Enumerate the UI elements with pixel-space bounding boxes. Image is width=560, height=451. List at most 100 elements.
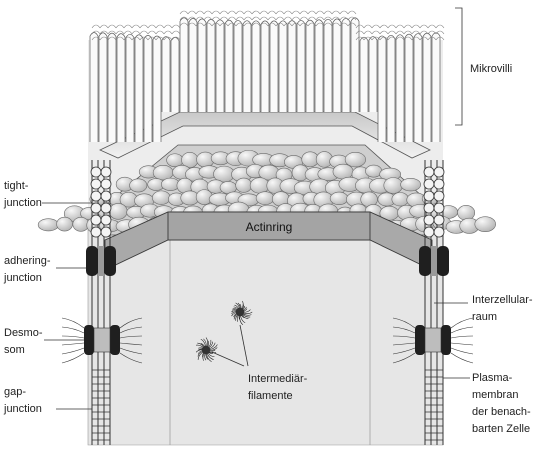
microvillus bbox=[305, 19, 315, 112]
glycocalyx-scale bbox=[267, 16, 277, 21]
glycocalyx-scale bbox=[107, 30, 117, 35]
granule bbox=[332, 163, 354, 180]
glycocalyx-scale bbox=[179, 10, 189, 15]
glycocalyx-scale bbox=[299, 16, 309, 21]
desmosom-filament bbox=[450, 347, 474, 355]
glycocalyx-scale bbox=[139, 30, 149, 35]
glycocalyx-scale bbox=[291, 22, 301, 27]
glycocalyx-scale bbox=[235, 22, 245, 27]
microvillus bbox=[359, 36, 369, 112]
glycocalyx-scale bbox=[411, 36, 421, 41]
glycocalyx-scale bbox=[227, 10, 237, 15]
glycocalyx-scale bbox=[411, 30, 421, 35]
glycocalyx-scale bbox=[123, 30, 133, 35]
adhering-junction-left bbox=[86, 246, 116, 276]
glycocalyx-scale bbox=[139, 36, 149, 41]
gap-junction-label-line1: gap- bbox=[4, 386, 26, 398]
microvillus bbox=[152, 35, 162, 142]
glycocalyx-scale bbox=[379, 24, 389, 29]
glycocalyx-scale bbox=[299, 10, 309, 15]
mikrovilli-bracket bbox=[455, 7, 463, 126]
microvillus bbox=[287, 20, 297, 112]
tight-junction-strand bbox=[100, 214, 112, 226]
granule bbox=[391, 192, 409, 207]
glycocalyx-scale bbox=[347, 22, 357, 27]
glycocalyx-scale bbox=[195, 10, 205, 15]
intermediaer-filamente-callout: Intermediär- filamente bbox=[211, 324, 308, 402]
glycocalyx-scale bbox=[259, 10, 269, 15]
intermediaer-filamente-label-line1: Intermediär- bbox=[248, 373, 308, 385]
glycocalyx-scale bbox=[123, 36, 133, 41]
desmosom-filament bbox=[119, 352, 143, 364]
microvillus bbox=[179, 17, 189, 112]
tight-junction-strand bbox=[423, 214, 435, 226]
glycocalyx-scale bbox=[91, 36, 101, 41]
glycocalyx-scale bbox=[331, 10, 341, 15]
intermediaer-filamente-label-line2: filamente bbox=[248, 390, 293, 402]
glycocalyx-scale bbox=[395, 36, 405, 41]
desmosom-filament bbox=[61, 347, 85, 355]
glycocalyx-scale bbox=[419, 30, 429, 35]
tight-junction-strand bbox=[433, 178, 445, 190]
glycocalyx-scale bbox=[339, 22, 349, 27]
granule bbox=[235, 177, 253, 193]
tight-junction-strand bbox=[423, 178, 435, 190]
microvillus bbox=[233, 20, 243, 112]
glycocalyx-scale bbox=[395, 24, 405, 29]
glycocalyx-scale bbox=[427, 24, 437, 29]
microvillus bbox=[242, 20, 252, 112]
glycocalyx-scale bbox=[339, 10, 349, 15]
desmosom-filament bbox=[61, 335, 85, 339]
glycocalyx-scale bbox=[435, 36, 445, 41]
glycocalyx-scale bbox=[123, 24, 133, 29]
glycocalyx-scale bbox=[363, 24, 373, 29]
glycocalyx-scale bbox=[435, 30, 445, 35]
tight-junction-strand bbox=[423, 202, 435, 214]
granule bbox=[383, 177, 403, 194]
glycocalyx-scale bbox=[187, 16, 197, 21]
tight-junction-strand bbox=[90, 214, 102, 226]
interzellularraum-label-line1: Interzellular- bbox=[472, 294, 533, 306]
interzellularraum-callout: Interzellular- raum bbox=[434, 294, 533, 323]
glycocalyx-scale bbox=[147, 24, 157, 29]
desmosom-filament bbox=[119, 342, 143, 346]
desmosom-filament bbox=[61, 342, 85, 346]
glycocalyx-scale bbox=[387, 30, 397, 35]
plasmamembran-callout: Plasma- membran der benach- barten Zelle bbox=[443, 372, 531, 435]
tight-junction-strand bbox=[100, 166, 112, 178]
tight-junction-strand bbox=[90, 202, 102, 214]
glycocalyx-scale bbox=[203, 10, 213, 15]
glycocalyx-scale bbox=[267, 10, 277, 15]
glycocalyx-scale bbox=[403, 24, 413, 29]
glycocalyx-scale bbox=[219, 10, 229, 15]
glycocalyx-scale bbox=[107, 36, 117, 41]
glycocalyx-scale bbox=[283, 22, 293, 27]
glycocalyx-scale bbox=[323, 22, 333, 27]
glycocalyx-scale bbox=[227, 22, 237, 27]
glycocalyx-scale bbox=[131, 30, 141, 35]
microvillus bbox=[413, 33, 423, 142]
microvillus bbox=[368, 36, 378, 112]
desmosom-filament bbox=[450, 326, 474, 334]
glycocalyx-scale bbox=[427, 36, 437, 41]
desmosom-filament bbox=[450, 335, 474, 339]
glycocalyx-scale bbox=[283, 16, 293, 21]
granule bbox=[151, 190, 171, 205]
adhering-junction-callout: adhering- junction bbox=[3, 255, 86, 284]
desmosom-filament bbox=[119, 335, 143, 339]
glycocalyx-scale bbox=[91, 24, 101, 29]
granule bbox=[37, 218, 59, 232]
tight-junction-strand bbox=[423, 166, 435, 178]
glycocalyx-scale bbox=[115, 30, 125, 35]
glycocalyx-scale bbox=[155, 36, 165, 41]
desmosom-filament bbox=[392, 317, 416, 329]
microvillus bbox=[125, 33, 135, 142]
glycocalyx-scale bbox=[251, 16, 261, 21]
glycocalyx-scale bbox=[403, 36, 413, 41]
glycocalyx-scale bbox=[435, 24, 445, 29]
glycocalyx-scale bbox=[179, 22, 189, 27]
glycocalyx-scale bbox=[171, 24, 181, 29]
microvillus bbox=[170, 36, 180, 112]
desmosom-filament bbox=[450, 352, 474, 364]
